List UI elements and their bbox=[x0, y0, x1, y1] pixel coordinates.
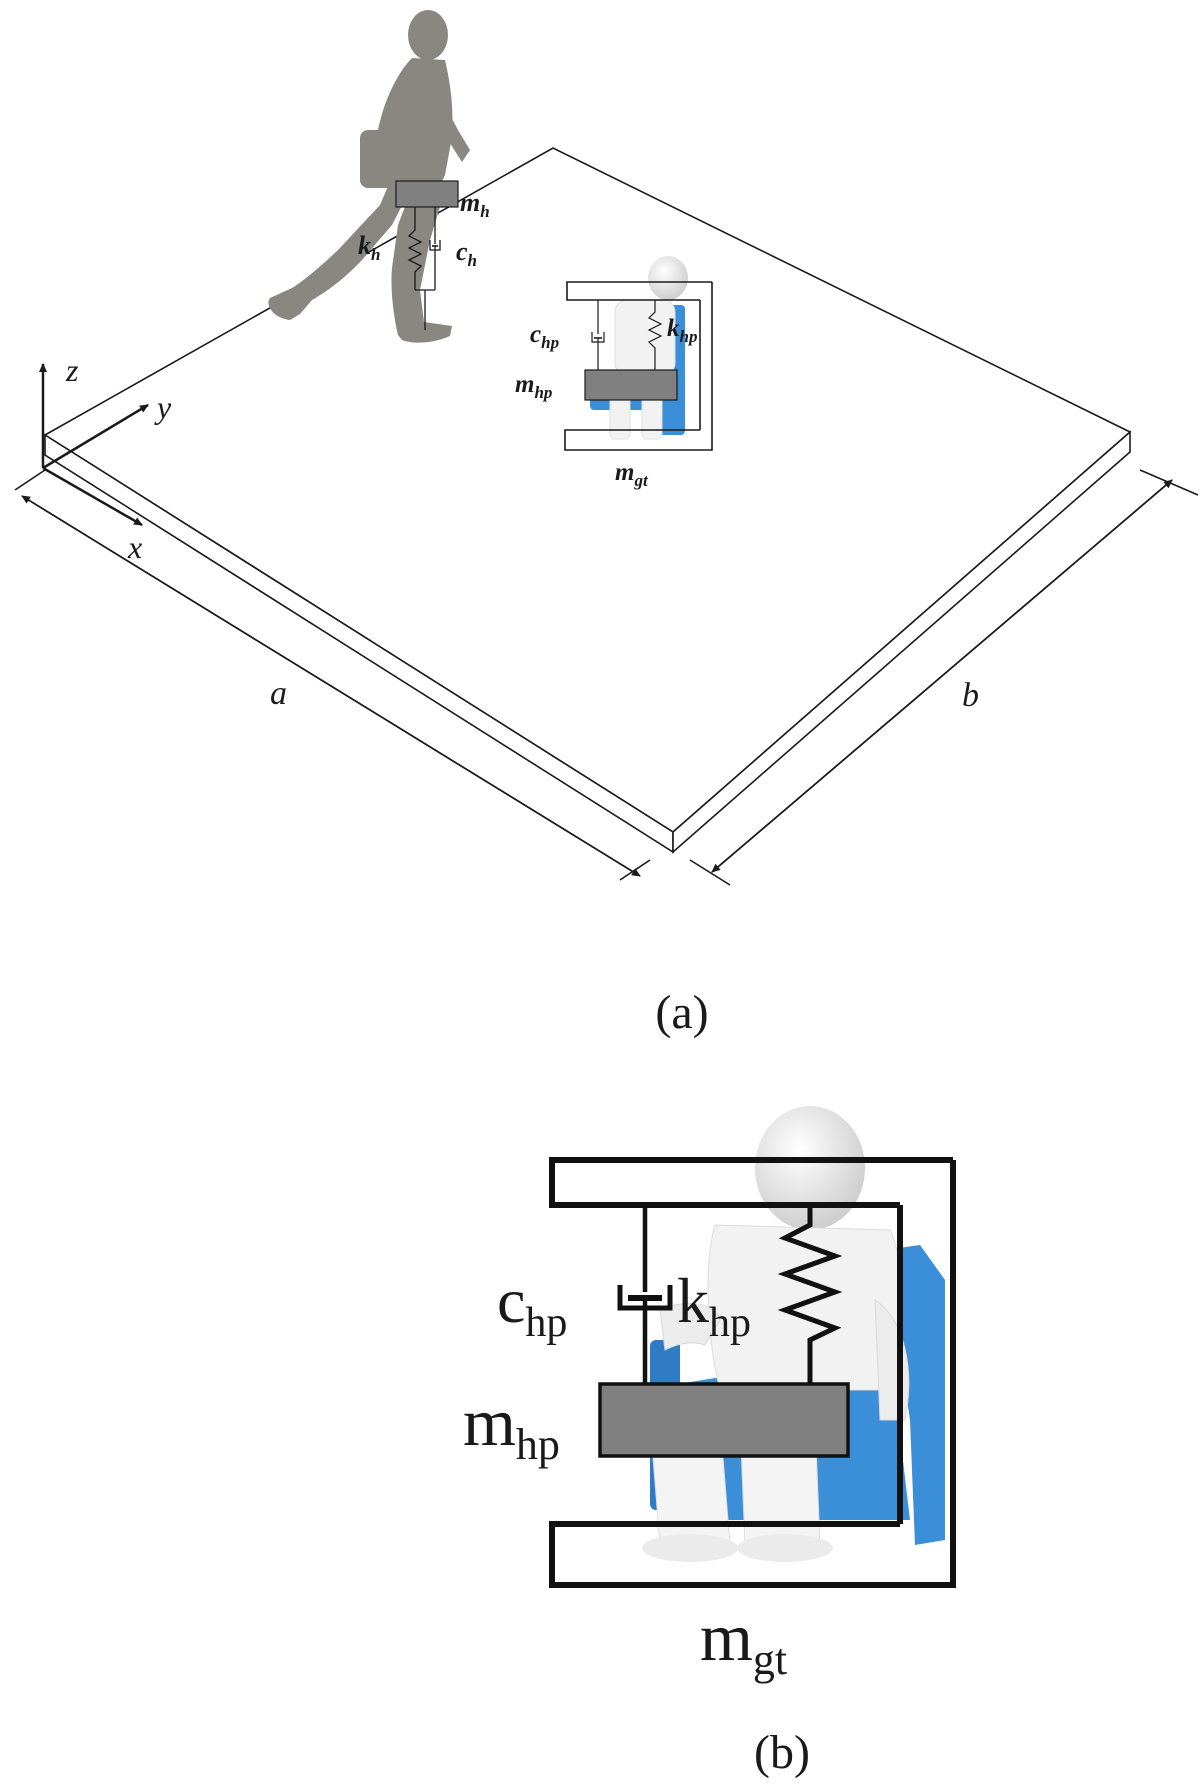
panel-b: chp khp mhp mgt (b) bbox=[463, 1106, 956, 1779]
spring-label: khp bbox=[677, 1265, 751, 1346]
slab-top-face bbox=[43, 147, 1132, 833]
small-mass-block bbox=[584, 369, 678, 401]
slab-side-face bbox=[672, 430, 1131, 854]
walker-damper-label: ch bbox=[456, 237, 477, 270]
axes bbox=[39, 363, 149, 527]
small-mass-label: mhp bbox=[515, 371, 552, 402]
y-axis bbox=[42, 403, 149, 470]
floor-slab bbox=[43, 147, 1132, 854]
walking-person-silhouette bbox=[268, 10, 470, 343]
small-ground-mass-label: mgt bbox=[615, 459, 649, 490]
dimension-b-label: b bbox=[962, 677, 979, 714]
mass-block bbox=[598, 1382, 850, 1458]
seated-occupant-small bbox=[564, 256, 713, 451]
small-damper-label: chp bbox=[530, 321, 559, 352]
small-ground-frame bbox=[564, 282, 713, 451]
spring-icon bbox=[777, 1208, 843, 1384]
ground-mass-frame bbox=[549, 1160, 956, 1588]
dimension-a bbox=[14, 469, 651, 881]
y-axis-label: y bbox=[154, 389, 172, 425]
ground-mass-label: mgt bbox=[700, 1599, 787, 1684]
walker-spring-icon bbox=[407, 207, 423, 290]
small-spring-icon bbox=[647, 300, 663, 370]
panel-a-caption: (a) bbox=[655, 986, 708, 1039]
panel-a: z y x a b bbox=[14, 10, 1199, 1039]
walker-mass-block bbox=[395, 180, 459, 208]
walker-sdof-model bbox=[395, 180, 459, 330]
x-axis bbox=[42, 466, 143, 527]
x-axis-label: x bbox=[127, 529, 142, 565]
dimension-a-label: a bbox=[270, 675, 287, 712]
walker-mass-label: mh bbox=[460, 188, 490, 221]
dimension-b bbox=[689, 469, 1199, 886]
panel-b-caption: (b) bbox=[754, 1726, 810, 1779]
damper-label: chp bbox=[497, 1265, 567, 1346]
small-spring-label: khp bbox=[667, 315, 697, 346]
z-axis-label: z bbox=[65, 352, 79, 388]
mass-label: mhp bbox=[463, 1384, 560, 1469]
walker-spring-label: kh bbox=[358, 231, 380, 264]
